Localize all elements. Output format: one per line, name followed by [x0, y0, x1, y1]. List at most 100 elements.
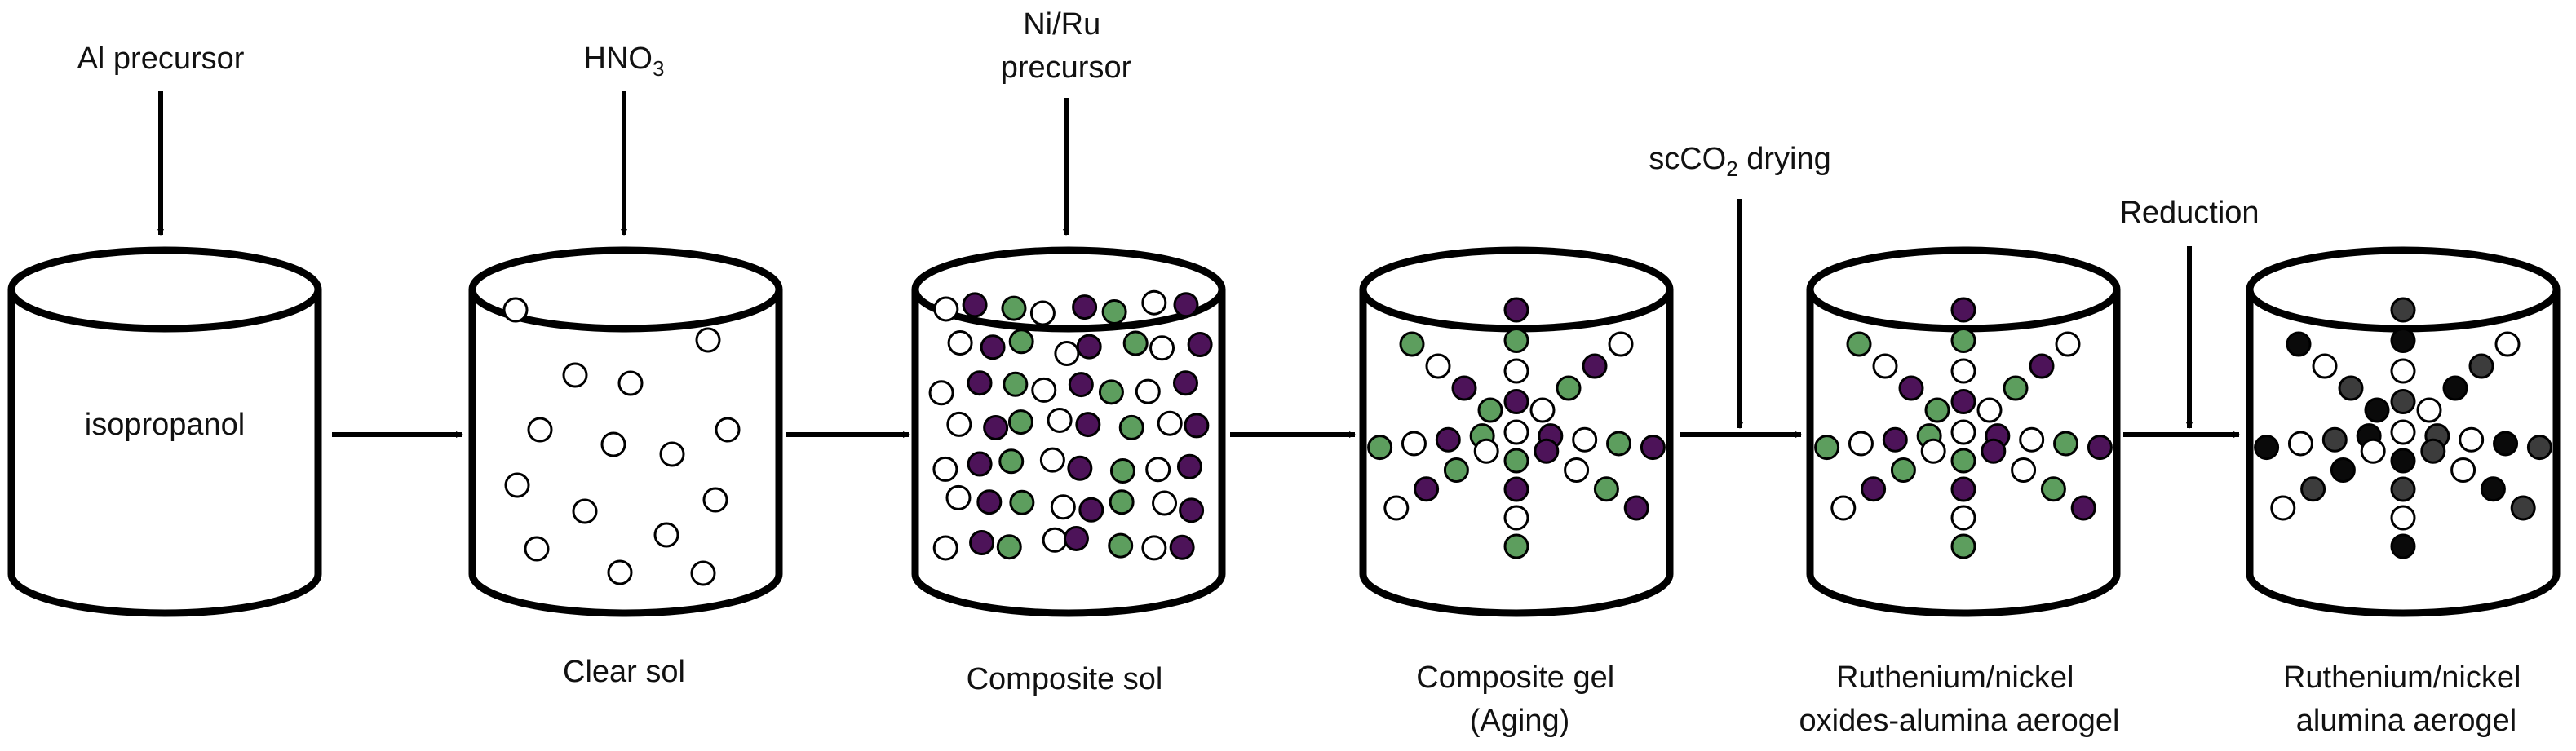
particle [1950, 448, 1976, 474]
particle [2420, 438, 2446, 464]
particle [1076, 334, 1102, 360]
caption-composite-gel: Composite gel (Aging) [1416, 660, 1622, 738]
particle [933, 296, 959, 322]
particle [2526, 435, 2552, 461]
vessel-3-composite-sol [911, 246, 1226, 617]
particle [1141, 535, 1167, 561]
particle [1141, 289, 1167, 316]
particle [1042, 527, 1068, 553]
particle [2070, 495, 2096, 521]
particle [932, 456, 958, 482]
particle [1176, 453, 1202, 479]
particle [976, 489, 1003, 515]
particle [715, 417, 741, 443]
particle [1078, 497, 1104, 523]
particle [2338, 375, 2364, 401]
particle [1981, 438, 2007, 464]
particle [1169, 534, 1195, 560]
particle [962, 292, 988, 318]
particle [702, 487, 728, 513]
particle [1950, 328, 1976, 353]
particle [983, 414, 1009, 440]
particle [1007, 409, 1033, 435]
particle [2390, 297, 2416, 323]
particle [947, 330, 973, 356]
particle [1145, 457, 1171, 483]
particle [600, 431, 626, 457]
particle [2053, 431, 2079, 457]
particle [1606, 431, 1632, 457]
input-label-ni-ru-precursor: Ni/Ru precursor [1001, 7, 1132, 85]
vessel-1-isopropanol [7, 246, 322, 617]
particle [1009, 489, 1035, 515]
particle [1149, 335, 1175, 361]
particle [1976, 397, 2003, 423]
particle [1950, 533, 1976, 559]
particle [980, 334, 1006, 360]
particle [1848, 431, 1874, 457]
vessel-2-particles [502, 297, 741, 586]
particle [1503, 328, 1529, 353]
particle [1173, 292, 1199, 318]
particle [572, 498, 598, 524]
particle [1572, 426, 1598, 453]
particle [1001, 295, 1027, 321]
particle [1608, 331, 1634, 357]
particle [1898, 375, 1924, 401]
particle [2390, 389, 2416, 414]
particle [1399, 331, 1425, 357]
particle [2011, 457, 2037, 483]
particle [504, 472, 530, 498]
input-label-reduction: Reduction [2119, 196, 2259, 230]
particle [2364, 397, 2390, 423]
particle [2450, 457, 2476, 483]
particle [2029, 353, 2055, 379]
particle [2360, 438, 2386, 464]
particle [945, 484, 972, 510]
particle [1503, 533, 1529, 559]
particle [2442, 375, 2468, 401]
particle [2286, 331, 2312, 357]
particle [2390, 533, 2416, 559]
particle [2055, 331, 2081, 357]
particle [2390, 328, 2416, 353]
particle [2330, 457, 2356, 483]
particle [1063, 525, 1089, 551]
particle [1367, 435, 1393, 461]
particle [1529, 397, 1556, 423]
particle [1383, 495, 1410, 521]
particle [1184, 413, 1210, 439]
particle [1623, 495, 1649, 521]
particle [1814, 435, 1840, 461]
particle [2493, 431, 2519, 457]
particle [928, 380, 954, 406]
particle [1861, 476, 1887, 502]
particle [524, 536, 550, 562]
particle [2300, 476, 2326, 502]
particle [1414, 476, 1440, 502]
particle [998, 448, 1025, 475]
particle [1950, 505, 1976, 531]
caption-clear-sol: Clear sol [563, 655, 685, 689]
particle [1872, 353, 1898, 379]
particle [1503, 389, 1529, 414]
particle [1039, 447, 1065, 473]
vessel-4-particles [1367, 297, 1666, 559]
particle [617, 370, 644, 396]
particle [1108, 532, 1134, 559]
particle [1072, 294, 1098, 320]
particle [1435, 426, 1461, 453]
particle [2390, 448, 2416, 474]
particle [1047, 407, 1073, 433]
particle [1451, 375, 1477, 401]
particle [1157, 410, 1183, 436]
caption-oxides-alumina-aerogel: Ruthenium/nickel oxides-alumina aerogel [1799, 660, 2120, 738]
particle [2416, 397, 2442, 423]
vessel-5-particles [1814, 297, 2113, 559]
particle [1950, 389, 1976, 414]
particle [2510, 495, 2536, 521]
particle [1187, 331, 1213, 357]
particle [1172, 370, 1198, 396]
particle [1503, 358, 1529, 384]
particle [1118, 414, 1144, 440]
